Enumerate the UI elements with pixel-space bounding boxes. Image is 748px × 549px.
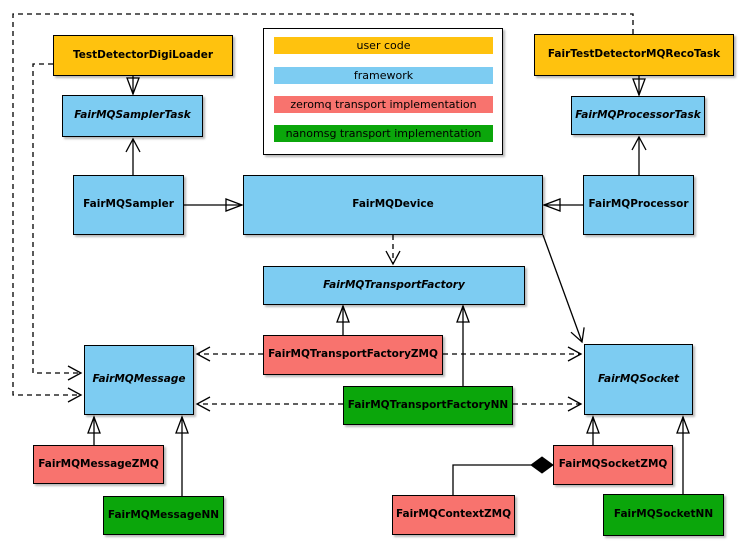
class-box-fairmqmessage: FairMQMessage <box>84 345 194 415</box>
class-label: FairMQProcessor <box>588 198 689 211</box>
class-label: FairMQMessage <box>92 373 186 386</box>
legend-item-zeromq: zeromq transport implementation <box>274 96 493 113</box>
class-label: FairMQMessageNN <box>107 508 220 521</box>
class-label: FairMQSampler <box>83 198 174 211</box>
legend-item-framework: framework <box>274 67 493 84</box>
class-label: FairMQMessageZMQ <box>38 457 159 470</box>
class-box-fairmqdevice: FairMQDevice <box>243 175 543 235</box>
class-label: FairMQSocketNN <box>613 508 714 521</box>
class-label: FairMQSocketZMQ <box>558 458 668 471</box>
class-box-fairmqtransportfactorynn: FairMQTransportFactoryNN <box>343 386 513 425</box>
class-box-fairmqtransportfactoryzmq: FairMQTransportFactoryZMQ <box>263 335 443 375</box>
edge-fairmqcontextzmq-to-fairmqsocketzmq <box>452 464 531 495</box>
class-box-fairmqsocketzmq: FairMQSocketZMQ <box>553 445 673 485</box>
class-label: FairMQTransportFactoryNN <box>347 398 509 411</box>
class-label: FairTestDetectorMQRecoTask <box>547 48 721 61</box>
class-box-fairmqsocketnn: FairMQSocketNN <box>603 494 724 536</box>
legend: user code framework zeromq transport imp… <box>263 28 503 155</box>
class-label: FairMQProcessorTask <box>575 108 701 121</box>
class-label: FairMQContextZMQ <box>395 508 512 521</box>
legend-item-user-code: user code <box>274 37 493 54</box>
class-box-fairmqsocket: FairMQSocket <box>584 344 693 415</box>
class-box-fairmqprocessor: FairMQProcessor <box>583 175 694 235</box>
edge-fairmqdevice-to-fairmqsocket <box>542 234 585 344</box>
class-box-fairmqmessagezmq: FairMQMessageZMQ <box>33 445 164 484</box>
class-label: FairMQTransportFactoryZMQ <box>268 348 438 361</box>
class-box-fairtestdetectormqrecotask: FairTestDetectorMQRecoTask <box>534 34 734 76</box>
class-box-fairmqtransportfactory: FairMQTransportFactory <box>263 266 525 305</box>
class-label: FairMQSamplerTask <box>74 109 191 122</box>
class-label: FairMQTransportFactory <box>323 278 465 291</box>
class-box-fairmqcontextzmq: FairMQContextZMQ <box>392 495 515 535</box>
legend-item-nanomsg: nanomsg transport implementation <box>274 125 493 142</box>
composition-diamond-icon <box>530 456 554 474</box>
class-box-fairmqsamplertask: FairMQSamplerTask <box>62 95 203 137</box>
class-box-fairmqmessagenn: FairMQMessageNN <box>103 496 224 535</box>
class-label: FairMQDevice <box>352 198 434 211</box>
class-label: TestDetectorDigiLoader <box>72 48 213 61</box>
class-box-fairmqsampler: FairMQSampler <box>73 175 184 235</box>
class-box-testdetectordigiloader: TestDetectorDigiLoader <box>53 35 233 76</box>
class-box-fairmqprocessortask: FairMQProcessorTask <box>571 96 705 135</box>
class-label: FairMQSocket <box>598 372 679 385</box>
